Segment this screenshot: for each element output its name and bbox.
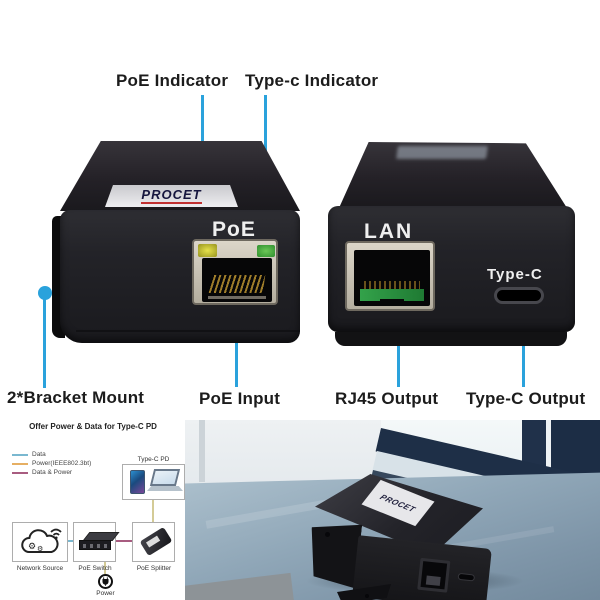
- wire-switch-to-splitter: [116, 540, 132, 542]
- wire-splitter-to-pd: [152, 500, 154, 522]
- lan-rj45-opening: [354, 250, 430, 306]
- lifestyle-photo: PROCET: [185, 420, 600, 600]
- right-device-photo: LAN Type-C: [325, 140, 577, 348]
- typec-port: [494, 287, 544, 304]
- legend-row-power: Power(IEEE802.3bt): [12, 460, 91, 467]
- legend-line-power: [12, 462, 28, 465]
- bracket-mount-dot: [38, 286, 52, 300]
- photo-rj45-inner: [425, 575, 441, 586]
- lan-rj45-pins: [364, 281, 420, 289]
- left-device-photo: PROCET PoE: [52, 138, 304, 350]
- application-diagram: Offer Power & Data for Type-C PD Data Po…: [0, 418, 186, 600]
- node-box-typec-pd: [122, 464, 185, 500]
- bracket-mount-label: 2*Bracket Mount: [7, 388, 145, 407]
- bracket-mount-line: [43, 298, 46, 388]
- right-device-top: [339, 142, 567, 208]
- legend-label-data-power: Data & Power: [32, 469, 73, 476]
- wire-power-to-switch: [104, 562, 106, 574]
- brand-logo-text: PROCET: [141, 187, 202, 205]
- screw-hole: [325, 532, 330, 537]
- lan-rj45-green-pcb: [360, 289, 424, 301]
- node-label-typec-pd: Type-C PD: [137, 456, 170, 463]
- node-label-poe-splitter: PoE Splitter: [136, 565, 172, 572]
- rj45-gold-pins: [208, 275, 266, 293]
- window-frame-gap: [546, 420, 551, 502]
- poe-indicator-label: PoE Indicator: [116, 71, 229, 90]
- cloud-gears-wifi-icon: ⚙ ⚙: [21, 528, 62, 553]
- diagram-title: Offer Power & Data for Type-C PD: [29, 422, 157, 431]
- rj45-opening: [202, 258, 272, 302]
- legend-row-data-power: Data & Power: [12, 469, 72, 476]
- rj45-bottom-lip: [208, 296, 266, 299]
- power-plug-icon: [98, 574, 113, 589]
- legend-label-data: Data: [32, 451, 46, 458]
- photo-device: PROCET: [303, 466, 503, 600]
- wall-edge: [199, 420, 205, 482]
- right-device-bottom-edge: [335, 332, 567, 346]
- switch-ports: [83, 544, 107, 548]
- splitter-label-stripe: [145, 535, 161, 548]
- photo-rj45-port: [417, 557, 451, 593]
- poe-rj45-port: [192, 239, 278, 305]
- node-label-power: Power: [96, 590, 115, 597]
- typec-indicator-label: Type-c Indicator: [245, 71, 379, 90]
- photo-brand-text: PROCET: [378, 492, 418, 514]
- poe-input-label: PoE Input: [199, 389, 281, 408]
- legend-label-power: Power(IEEE802.3bt): [32, 460, 92, 467]
- screw-hole-2: [365, 594, 369, 598]
- node-label-poe-switch: PoE Switch: [78, 565, 112, 572]
- lan-port-label: LAN: [364, 220, 414, 243]
- legend-line-data-power: [12, 471, 28, 474]
- splitter-device-icon: [139, 526, 173, 557]
- typec-port-label: Type-C: [487, 266, 543, 283]
- laptop-icon: [149, 469, 181, 486]
- poe-input-line: [235, 299, 238, 387]
- poe-led-yellow: [198, 244, 217, 257]
- wire-source-to-switch: [68, 540, 73, 542]
- laptop-base: [147, 486, 183, 491]
- case-seam: [76, 330, 300, 332]
- typec-output-label: Type-C Output: [466, 389, 586, 408]
- svg-text:⚙: ⚙: [28, 541, 36, 551]
- svg-text:⚙: ⚙: [37, 545, 43, 553]
- node-box-poe-splitter: [132, 522, 175, 562]
- rj45-output-label: RJ45 Output: [335, 389, 439, 408]
- switch-front: [79, 540, 111, 550]
- node-box-poe-switch: [73, 522, 120, 562]
- blurred-top-label: [396, 146, 488, 159]
- poe-port-label: PoE: [212, 218, 256, 241]
- photo-typec-port: [457, 572, 476, 582]
- typec-led-green: [257, 245, 275, 257]
- node-box-network-source: ⚙ ⚙: [12, 522, 68, 562]
- brand-label: PROCET: [105, 185, 238, 207]
- node-label-network-source: Network Source: [16, 565, 64, 572]
- lan-rj45-port: [345, 241, 435, 311]
- legend-line-data: [12, 453, 28, 456]
- lan-rj45-latch-notch: [380, 299, 404, 306]
- phone-icon: [130, 470, 145, 494]
- legend-row-data: Data: [12, 451, 46, 458]
